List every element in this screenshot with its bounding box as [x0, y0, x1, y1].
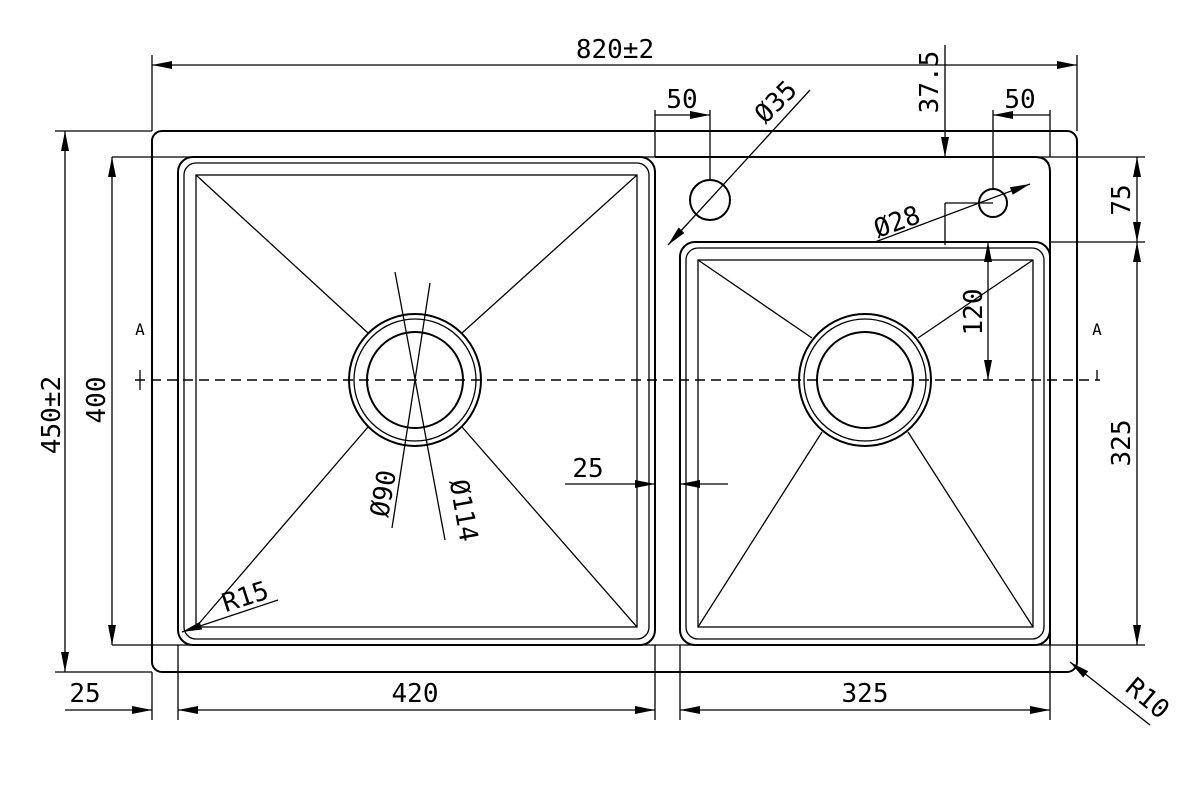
dim-tap-offset-1: 50: [666, 85, 697, 115]
dim-tap-from-edge: 37.5: [915, 51, 945, 114]
dim-outer-radius: R10: [1120, 672, 1175, 725]
dim-drain-90: Ø90: [365, 468, 403, 519]
dimension-lines: [55, 45, 1151, 726]
dim-drain-offset: 120: [959, 289, 989, 336]
dim-right-bowl-width: 325: [842, 679, 889, 709]
dim-left-margin: 25: [69, 679, 100, 709]
dim-deck-depth: 75: [1107, 184, 1137, 215]
dim-left-bowl-width: 420: [392, 679, 439, 709]
dim-inner-depth: 400: [82, 377, 112, 424]
section-mark-right: A: [1092, 320, 1102, 339]
dim-overall-width: 820±2: [576, 35, 654, 65]
dim-bowl-radius: R15: [219, 576, 273, 619]
section-mark-left: A: [135, 320, 145, 339]
dimension-labels: 820±2 450±2 400 420 325 325 25 25 50 50 …: [37, 35, 1175, 725]
dim-tap-hole-35: Ø35: [749, 75, 803, 129]
dim-tap-hole-28: Ø28: [870, 200, 924, 244]
dim-tap-offset-2: 50: [1004, 85, 1035, 115]
dim-overall-depth: 450±2: [37, 376, 67, 454]
sink-outline: [112, 130, 1078, 673]
dim-right-bowl-depth: 325: [1107, 420, 1137, 467]
left-drain: [195, 174, 638, 628]
dim-divider: 25: [572, 454, 603, 484]
dim-drain-114: Ø114: [443, 477, 483, 544]
